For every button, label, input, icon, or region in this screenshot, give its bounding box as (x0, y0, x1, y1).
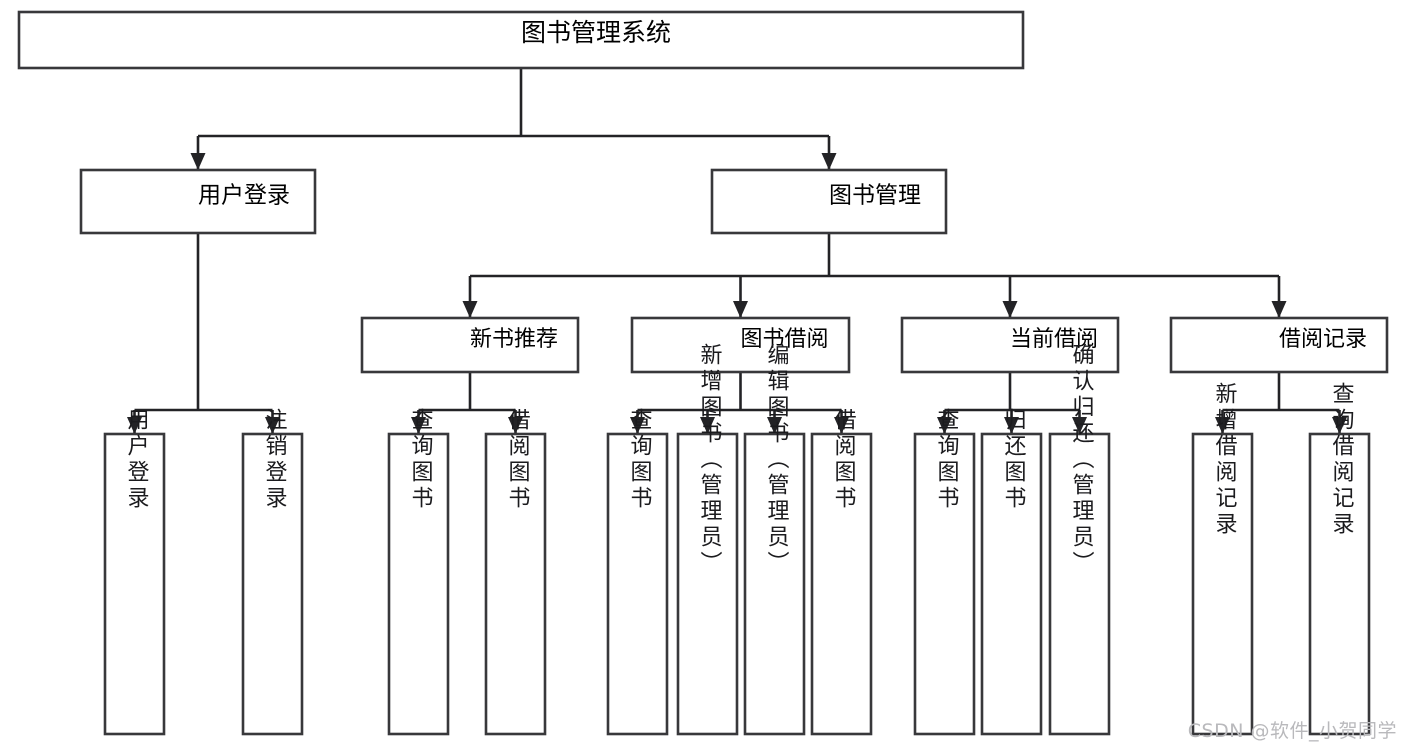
arrow-head-icon-leaf-新书推荐-1 (508, 417, 523, 434)
arrow-head-icon-leaf-当前借阅-2 (1072, 417, 1087, 434)
node-level1-1-图书管理-frame (710, 168, 948, 235)
node-leaf-1-注销登录[interactable]: 注销登录 (241, 408, 304, 736)
node-leaf-2-查询图书-frame (387, 432, 450, 736)
node-leaf-1-注销登录-frame (241, 432, 304, 736)
node-leaf-5-新增图书管理员-frame (676, 432, 739, 736)
node-leaf-0-用户登录-frame (103, 432, 166, 736)
node-leaf-11-新增借阅记录-label: 新增借阅记录 (1212, 382, 1238, 538)
node-leaf-3-借阅图书-label: 借阅图书 (505, 408, 531, 512)
arrow-head-icon-level1-1 (821, 153, 837, 170)
arrow-head-icon-leaf-用户登录-1 (265, 417, 280, 434)
node-leaf-3-借阅图书-frame (484, 432, 547, 736)
node-level2-1-图书借阅-frame (630, 316, 851, 374)
node-level2-0-新书推荐-frame (360, 316, 580, 374)
node-leaf-6-编辑图书管理员[interactable]: 编辑图书（管理员） (743, 343, 806, 736)
node-leaf-12-查询借阅记录-label: 查询借阅记录 (1329, 382, 1355, 538)
node-level2-3-借阅记录-frame (1169, 316, 1389, 374)
node-level1-0-用户登录[interactable]: 用户登录 (79, 168, 317, 235)
node-leaf-5-新增图书管理员-label: 新增图书（管理员） (697, 343, 723, 577)
node-leaf-8-查询图书-label: 查询图书 (934, 408, 960, 512)
node-leaf-0-用户登录[interactable]: 用户登录 (103, 408, 166, 736)
node-leaf-0-用户登录-label: 用户登录 (124, 408, 150, 512)
node-root-图书管理系统-frame (17, 10, 1025, 70)
node-level2-1-图书借阅[interactable]: 图书借阅 (630, 316, 851, 374)
arrow-head-icon-level2-1 (733, 301, 748, 318)
arrow-head-icon-leaf-当前借阅-0 (937, 417, 952, 434)
node-level1-1-图书管理-label: 图书管理 (829, 183, 921, 209)
arrow-head-icon-leaf-新书推荐-0 (411, 417, 426, 434)
node-leaf-5-新增图书管理员[interactable]: 新增图书（管理员） (676, 343, 739, 736)
node-root-图书管理系统-label: 图书管理系统 (521, 18, 671, 47)
node-level2-2-当前借阅-label: 当前借阅 (1010, 327, 1098, 352)
arrow-head-icon-leaf-借阅记录-1 (1332, 417, 1347, 434)
node-leaf-6-编辑图书管理员-label: 编辑图书（管理员） (764, 343, 790, 577)
arrow-head-icon-leaf-图书借阅-0 (630, 417, 645, 434)
node-layer: 图书管理系统用户登录图书管理新书推荐图书借阅当前借阅借阅记录用户登录注销登录查询… (17, 10, 1389, 736)
node-level1-1-图书管理[interactable]: 图书管理 (710, 168, 948, 235)
node-leaf-11-新增借阅记录[interactable]: 新增借阅记录 (1191, 382, 1254, 736)
node-leaf-9-归还图书-label: 归还图书 (1001, 408, 1027, 512)
node-leaf-12-查询借阅记录-frame (1308, 432, 1371, 736)
node-leaf-1-注销登录-label: 注销登录 (262, 408, 288, 512)
node-level2-1-图书借阅-label: 图书借阅 (741, 327, 829, 352)
node-leaf-12-查询借阅记录[interactable]: 查询借阅记录 (1308, 382, 1371, 736)
node-leaf-6-编辑图书管理员-frame (743, 432, 806, 736)
node-level1-0-用户登录-frame (79, 168, 317, 235)
node-level2-0-新书推荐-label: 新书推荐 (470, 327, 558, 352)
node-leaf-7-借阅图书[interactable]: 借阅图书 (810, 408, 873, 736)
arrow-head-icon-leaf-当前借阅-1 (1004, 417, 1019, 434)
arrow-head-icon-level2-0 (462, 301, 478, 318)
node-leaf-11-新增借阅记录-frame (1191, 432, 1254, 736)
node-leaf-2-查询图书[interactable]: 查询图书 (387, 408, 450, 736)
node-level2-2-当前借阅-frame (900, 316, 1120, 374)
node-leaf-7-借阅图书-frame (810, 432, 873, 736)
node-leaf-8-查询图书[interactable]: 查询图书 (913, 408, 976, 736)
node-leaf-10-确认归还管理员-label: 确认归还（管理员） (1069, 343, 1095, 577)
arrow-head-icon-leaf-图书借阅-1 (700, 417, 715, 434)
node-leaf-4-查询图书-frame (606, 432, 669, 736)
arrow-head-icon-leaf-图书借阅-3 (834, 417, 849, 434)
node-level1-0-用户登录-label: 用户登录 (198, 183, 290, 209)
arrow-head-icon-leaf-图书借阅-2 (767, 417, 782, 434)
node-leaf-10-确认归还管理员-frame (1048, 432, 1111, 736)
node-leaf-9-归还图书[interactable]: 归还图书 (980, 408, 1043, 736)
arrow-head-icon-leaf-用户登录-0 (127, 417, 142, 434)
node-level2-3-借阅记录[interactable]: 借阅记录 (1169, 316, 1389, 374)
arrow-head-icon-level2-3 (1271, 301, 1287, 318)
arrow-head-icon-leaf-借阅记录-0 (1215, 417, 1230, 434)
node-level2-2-当前借阅[interactable]: 当前借阅 (900, 316, 1120, 374)
node-root-图书管理系统[interactable]: 图书管理系统 (17, 10, 1025, 70)
node-leaf-10-确认归还管理员[interactable]: 确认归还（管理员） (1048, 343, 1111, 736)
node-leaf-8-查询图书-frame (913, 432, 976, 736)
arrow-head-icon-level1-0 (190, 153, 206, 170)
node-leaf-3-借阅图书[interactable]: 借阅图书 (484, 408, 547, 736)
node-leaf-2-查询图书-label: 查询图书 (408, 408, 434, 512)
node-leaf-9-归还图书-frame (980, 432, 1043, 736)
node-level2-0-新书推荐[interactable]: 新书推荐 (360, 316, 580, 374)
node-leaf-4-查询图书[interactable]: 查询图书 (606, 408, 669, 736)
node-leaf-7-借阅图书-label: 借阅图书 (831, 408, 857, 512)
node-level2-3-借阅记录-label: 借阅记录 (1279, 327, 1367, 352)
connector-layer (127, 68, 1347, 434)
node-leaf-4-查询图书-label: 查询图书 (627, 408, 653, 512)
arrow-head-icon-level2-2 (1002, 301, 1018, 318)
